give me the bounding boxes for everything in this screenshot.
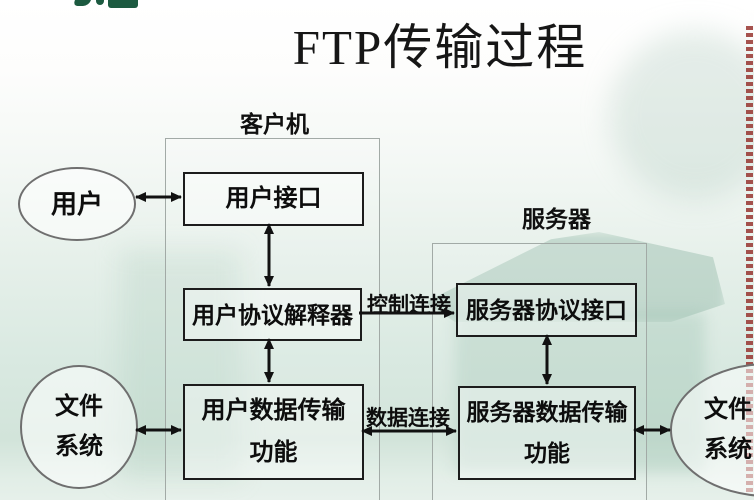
cutoff-logo-mark — [73, 0, 140, 9]
server-group-box — [432, 243, 647, 500]
diagram-title: FTP传输过程 — [292, 20, 588, 75]
server-data-transfer-label-line1: 服务器数据传输 — [466, 399, 628, 425]
user-data-transfer-node: 用户数据传输 功能 — [183, 384, 364, 480]
user-protocol-interpreter-label: 用户协议解释器 — [192, 301, 353, 328]
control-connection-label: 控制连接 — [367, 294, 451, 317]
file-system-right-label-line1: 文件 — [704, 396, 752, 423]
file-system-right-node: 文件 系统 — [670, 363, 754, 497]
user-node: 用户 — [18, 167, 136, 241]
user-interface-node: 用户接口 — [183, 172, 364, 226]
vertical-red-text-strip — [746, 26, 753, 492]
file-system-left-node: 文件 系统 — [20, 365, 138, 489]
user-data-transfer-label-line1: 用户数据传输 — [201, 397, 346, 424]
file-system-left-label-line2: 系统 — [55, 433, 103, 460]
user-data-transfer-label-line2: 功能 — [249, 439, 298, 466]
data-connection-label: 数据连接 — [366, 407, 450, 430]
server-data-transfer-node: 服务器数据传输 功能 — [458, 386, 636, 480]
server-protocol-interface-label: 服务器协议接口 — [466, 297, 627, 323]
server-group-label: 服务器 — [522, 206, 591, 232]
client-group-label: 客户机 — [240, 111, 309, 137]
user-interface-label: 用户接口 — [225, 185, 322, 212]
user-protocol-interpreter-node: 用户协议解释器 — [183, 288, 362, 341]
server-data-transfer-label-line2: 功能 — [524, 440, 570, 466]
file-system-left-label-line1: 文件 — [55, 393, 103, 420]
user-node-label: 用户 — [50, 189, 103, 219]
server-protocol-interface-node: 服务器协议接口 — [456, 283, 637, 337]
client-group-box — [165, 138, 380, 500]
file-system-right-label-line2: 系统 — [704, 436, 752, 463]
